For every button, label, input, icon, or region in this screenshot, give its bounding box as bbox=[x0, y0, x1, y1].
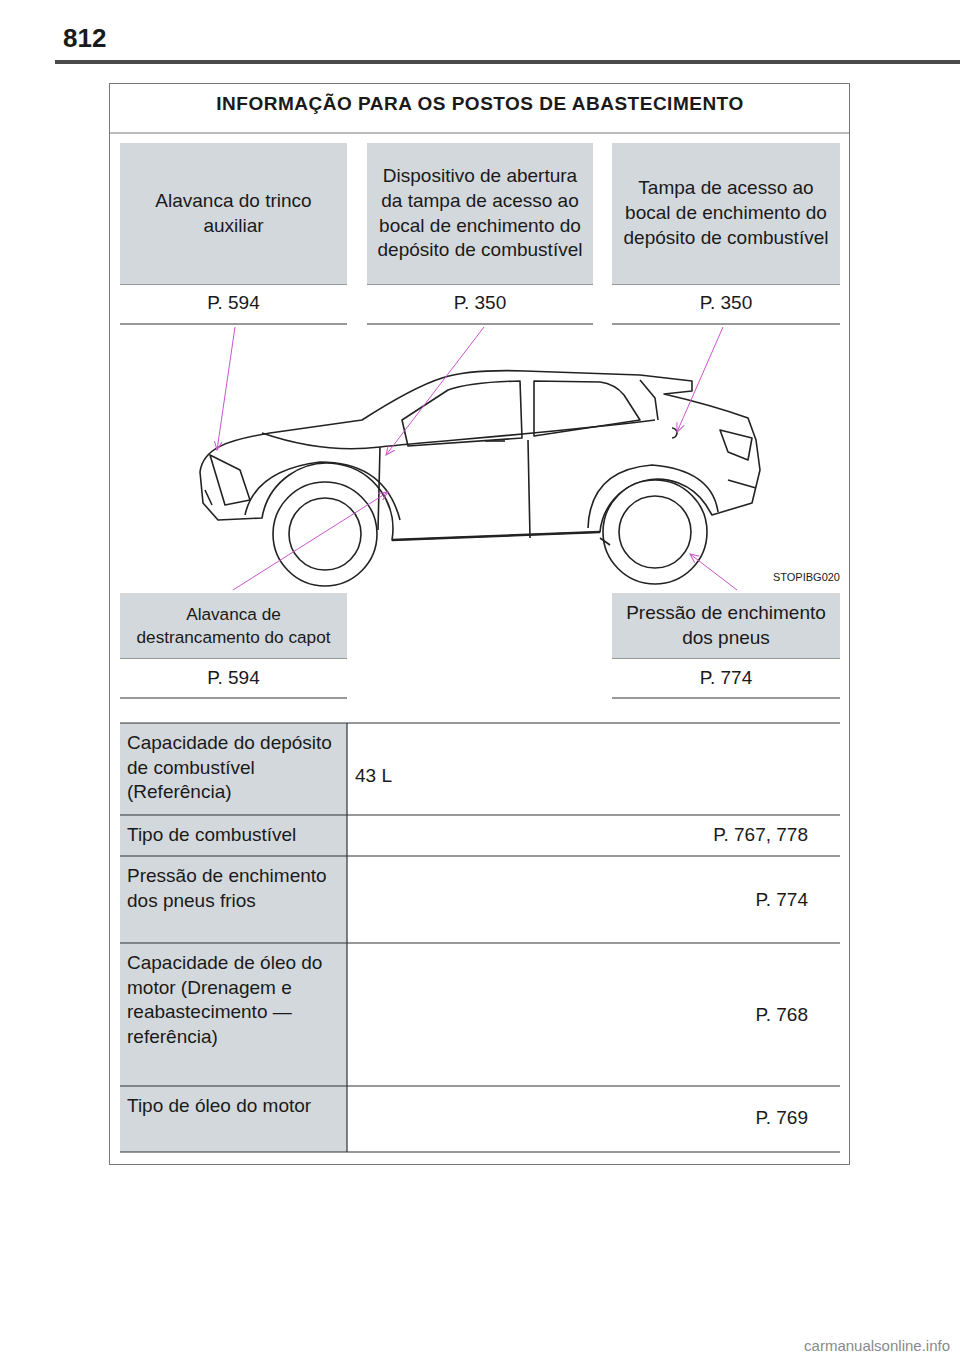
page-ref: P. 350 bbox=[612, 291, 840, 316]
info-table bbox=[120, 723, 840, 1152]
table-cell: Tipo de óleo do motor bbox=[127, 1094, 343, 1119]
table-cell: P. 769 bbox=[560, 1106, 808, 1131]
page-ref: P. 594 bbox=[120, 666, 347, 691]
callout-box: Dispositivo de abertura da tampa de aces… bbox=[367, 143, 593, 284]
leader-lines bbox=[217, 327, 737, 590]
callout-box: Tampa de acesso ao bocal de enchimento d… bbox=[612, 143, 840, 284]
table-cell: P. 767, 778 bbox=[560, 823, 808, 848]
callout-text: Alavanca de destrancamento do capot bbox=[130, 603, 337, 648]
title: INFORMAÇÃO PARA OS POSTOS DE ABASTECIMEN… bbox=[110, 93, 850, 115]
callout-text: Pressão de enchimento dos pneus bbox=[622, 601, 830, 650]
table-cell: P. 768 bbox=[560, 1003, 808, 1028]
table-cell: 43 L bbox=[355, 764, 555, 789]
figure-code: STOPIBG020 bbox=[740, 570, 840, 584]
callout-text: Dispositivo de abertura da tampa de aces… bbox=[377, 164, 583, 263]
callout-text: Tampa de acesso ao bocal de enchimento d… bbox=[622, 176, 830, 250]
car-illustration bbox=[200, 371, 760, 586]
callout-box: Alavanca do trinco auxiliar bbox=[120, 143, 347, 284]
ref-rules bbox=[120, 284, 840, 698]
table-cell: P. 774 bbox=[560, 888, 808, 913]
table-cell: Capacidade do depósito de combustível (R… bbox=[127, 731, 343, 805]
callout-text: Alavanca do trinco auxiliar bbox=[130, 189, 337, 238]
watermark: carmanualsonline.info bbox=[700, 1336, 950, 1356]
callout-box: Pressão de enchimento dos pneus bbox=[612, 593, 840, 658]
table-cell: Pressão de enchimento dos pneus frios bbox=[127, 864, 343, 913]
page-ref: P. 774 bbox=[612, 666, 840, 691]
table-cell: Tipo de combustível bbox=[127, 823, 343, 848]
header-rule bbox=[55, 60, 960, 64]
page-ref: P. 350 bbox=[367, 291, 593, 316]
page-ref: P. 594 bbox=[120, 291, 347, 316]
callout-box: Alavanca de destrancamento do capot bbox=[120, 593, 347, 658]
page-number: 812 bbox=[63, 22, 183, 56]
table-cell: Capacidade de óleo do motor (Drenagem e … bbox=[127, 951, 343, 1050]
frame bbox=[110, 84, 850, 1165]
